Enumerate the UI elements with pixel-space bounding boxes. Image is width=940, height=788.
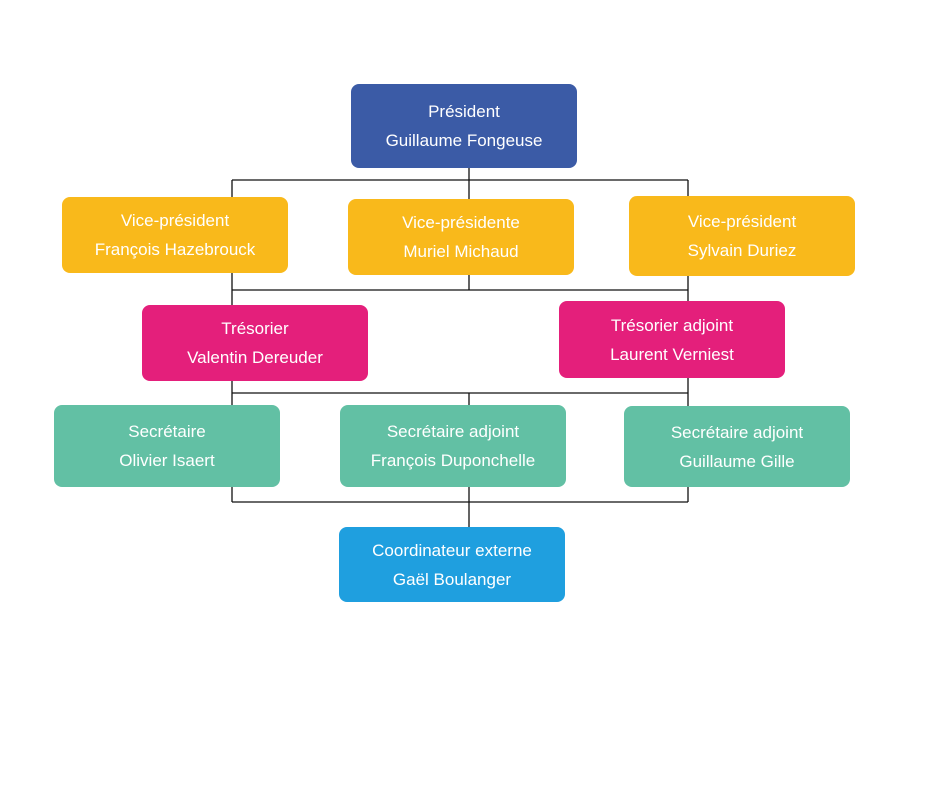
node-vice-president-right: Vice-président Sylvain Duriez: [629, 196, 855, 276]
node-person: Guillaume Gille: [679, 451, 795, 471]
node-person: Laurent Verniest: [610, 344, 734, 364]
node-role: Secrétaire adjoint: [386, 422, 520, 441]
node-person: Valentin Dereuder: [187, 348, 323, 367]
node-role: Secrétaire adjoint: [670, 422, 804, 442]
node-secretary-deputy-1: Secrétaire adjoint François Duponchelle: [340, 405, 566, 487]
node-coordinator: Coordinateur externe Gaël Boulanger: [339, 527, 565, 602]
node-vice-president-center: Vice-présidente Muriel Michaud: [348, 199, 574, 275]
node-person: François Hazebrouck: [94, 240, 256, 259]
node-role: Vice-président: [120, 211, 230, 230]
node-person: Guillaume Fongeuse: [385, 131, 543, 150]
node-role: Trésorier: [221, 319, 289, 338]
node-person: Olivier Isaert: [119, 451, 215, 470]
node-role: Président: [428, 102, 500, 121]
node-person: Muriel Michaud: [403, 242, 519, 261]
node-president: Président Guillaume Fongeuse: [351, 84, 577, 168]
node-secretary: Secrétaire Olivier Isaert: [54, 405, 280, 487]
node-role: Vice-présidente: [402, 213, 520, 232]
node-vice-president-left: Vice-président François Hazebrouck: [62, 197, 288, 273]
node-person: François Duponchelle: [370, 451, 536, 470]
node-treasurer-deputy: Trésorier adjoint Laurent Verniest: [559, 301, 785, 378]
node-role: Secrétaire: [128, 422, 206, 441]
node-person: Gaël Boulanger: [392, 569, 512, 589]
node-role: Trésorier adjoint: [610, 315, 734, 335]
node-role: Coordinateur externe: [372, 540, 532, 560]
node-treasurer: Trésorier Valentin Dereuder: [142, 305, 368, 381]
node-person: Sylvain Duriez: [687, 241, 797, 260]
node-role: Vice-président: [687, 212, 797, 231]
node-secretary-deputy-2: Secrétaire adjoint Guillaume Gille: [624, 406, 850, 487]
